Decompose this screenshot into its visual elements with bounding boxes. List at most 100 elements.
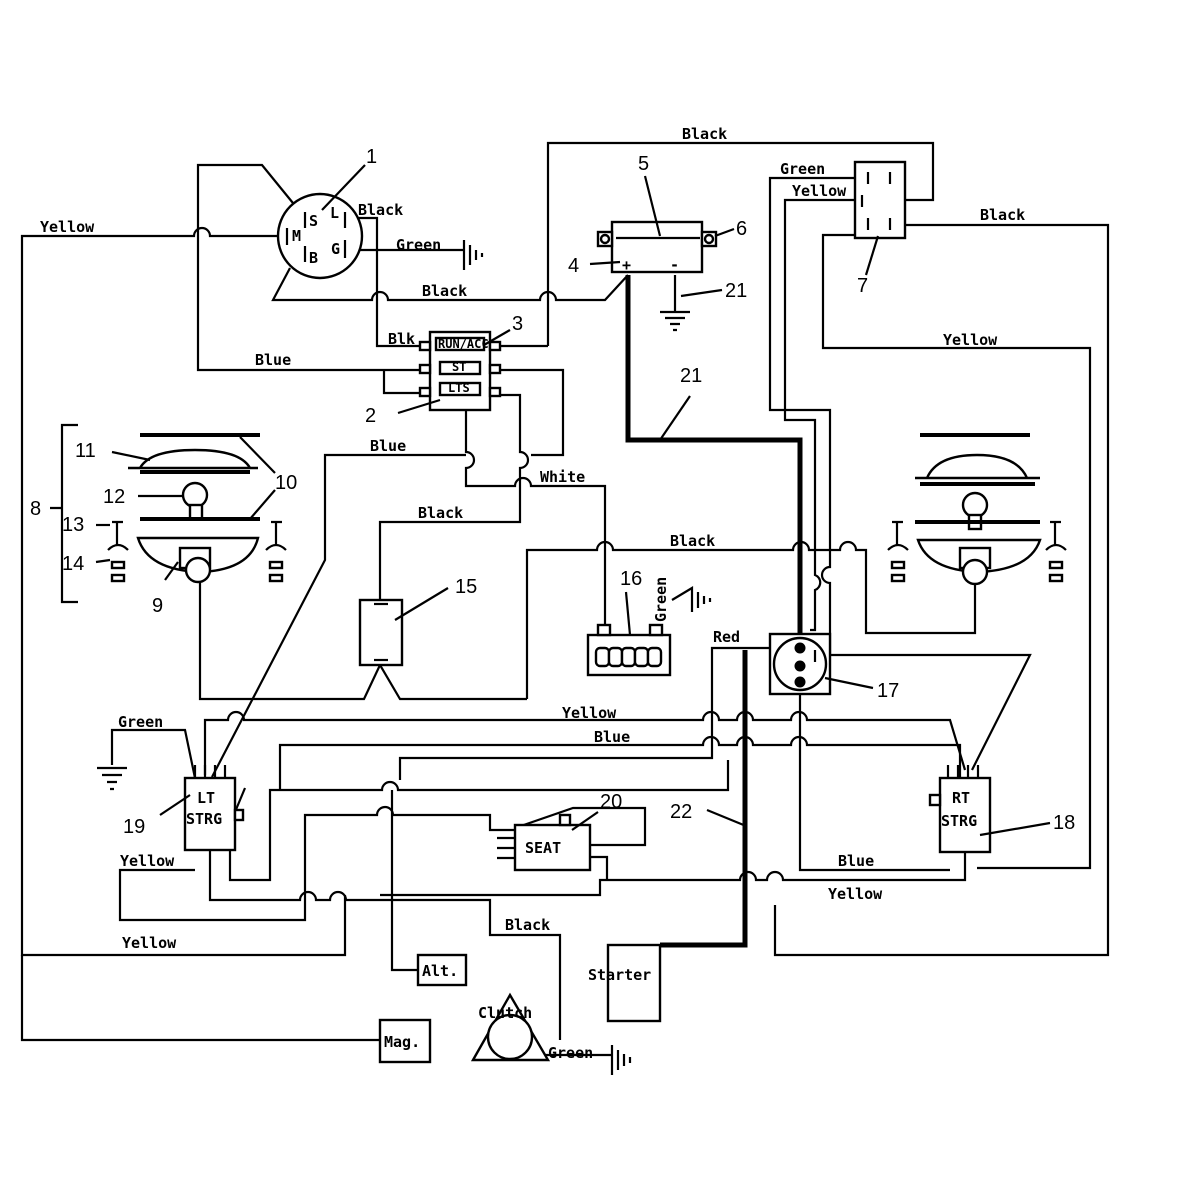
callout-1: 1 xyxy=(366,146,377,168)
fuse-box xyxy=(358,598,404,667)
seat-switch: SEAT xyxy=(513,813,592,872)
wires xyxy=(20,141,1110,1057)
wire-seat-left xyxy=(497,836,515,860)
label-yellow-lt: Yellow xyxy=(120,852,175,870)
callout-4: 4 xyxy=(568,255,579,277)
callout-2: 2 xyxy=(365,405,376,427)
clutch-label: Clutch xyxy=(478,1004,532,1022)
wire-black-top xyxy=(546,141,935,346)
callout-21b: 21 xyxy=(680,365,702,387)
wire-black-long xyxy=(525,540,977,699)
label-yellow-left: Yellow xyxy=(40,218,95,236)
key-switch xyxy=(768,632,832,696)
switch-label-st: ST xyxy=(452,360,466,374)
label-green-lt: Green xyxy=(118,713,163,731)
label-black-long: Black xyxy=(670,532,715,550)
wire-lt-green xyxy=(110,728,197,779)
clutch: Clutch xyxy=(470,992,551,1062)
label-blue-left: Blue xyxy=(255,351,291,369)
starter: Starter xyxy=(588,943,662,1023)
wire-alt xyxy=(390,790,418,972)
alt-label: Alt. xyxy=(422,962,458,980)
label-yellow-cross: Yellow xyxy=(562,704,617,722)
label-green-clutch: Green xyxy=(548,1044,593,1062)
callout-10: 10 xyxy=(275,472,297,494)
mag-label: Mag. xyxy=(384,1033,420,1051)
callout-15: 15 xyxy=(455,576,477,598)
ground-clutch xyxy=(610,1045,632,1075)
switch-label-lts: LTS xyxy=(448,381,470,395)
wire-relay7-green xyxy=(768,176,1032,771)
callout-9: 9 xyxy=(152,595,163,617)
lt-strg-label-1: LT xyxy=(197,789,215,807)
starter-relay: S L M B G xyxy=(276,192,364,280)
wire-switch-left-mid xyxy=(382,370,430,395)
callout-3: 3 xyxy=(512,313,523,335)
ignition-switch: RUN/ACC ST LTS xyxy=(418,330,502,412)
switch-label-run-acc: RUN/ACC xyxy=(438,337,489,351)
battery-minus: - xyxy=(670,256,679,274)
label-black-mid: Black xyxy=(418,504,463,522)
ground-lt-strg xyxy=(97,766,127,791)
wire-yellow-cross xyxy=(203,710,967,775)
rt-strg: RT STRG xyxy=(928,765,992,854)
label-yellow-rt: Yellow xyxy=(828,885,883,903)
label-blk: Blk xyxy=(388,330,415,348)
label-yellow-right: Yellow xyxy=(943,331,998,349)
wire-seat-top xyxy=(514,806,647,847)
wire-mag xyxy=(20,955,380,1042)
wire-switch-right-mid xyxy=(490,368,565,457)
label-blue-cross: Blue xyxy=(594,728,630,746)
callout-21a: 21 xyxy=(725,280,747,302)
wire-lt-inner-1 xyxy=(228,760,730,882)
wire-relay7-yellow xyxy=(783,198,858,632)
label-black-relay2: Black xyxy=(422,282,467,300)
callout-7: 7 xyxy=(857,275,868,297)
callout-19: 19 xyxy=(123,816,145,838)
ground-regulator xyxy=(671,586,712,612)
battery-plus: + xyxy=(622,256,631,274)
terminal-block xyxy=(586,623,672,677)
callouts: 1 2 3 4 5 6 7 8 9 10 11 12 13 14 15 16 1… xyxy=(30,146,1075,838)
label-blue-rt: Blue xyxy=(838,852,874,870)
callout-20: 20 xyxy=(600,791,622,813)
relay-label-m: M xyxy=(292,227,301,245)
seat-label: SEAT xyxy=(525,839,561,857)
callout-5: 5 xyxy=(638,153,649,175)
rt-strg-label-2: STRG xyxy=(941,812,977,830)
wire-relay-lower xyxy=(271,267,629,302)
label-yellow-top-right: Yellow xyxy=(792,182,847,200)
ground-relay xyxy=(462,240,484,270)
lt-strg: LT STRG xyxy=(183,765,247,852)
label-green-reg: Green xyxy=(652,577,670,622)
wire-switch-bottom xyxy=(464,410,607,625)
relay-label-l: L xyxy=(330,204,339,222)
wire-labels: Black Yellow Black Green Black Blk Blue … xyxy=(40,125,1025,1062)
relay-label-s: S xyxy=(309,212,318,230)
label-black-top-right: Black xyxy=(980,206,1025,224)
wire-blue-center xyxy=(211,453,466,778)
relay-label-g: G xyxy=(331,240,340,258)
label-blue-center: Blue xyxy=(370,437,406,455)
label-black-top: Black xyxy=(682,125,727,143)
wire-relay-black xyxy=(345,216,430,348)
wire-red xyxy=(398,646,790,780)
battery: + - xyxy=(596,220,718,274)
wire-relay7-black xyxy=(773,223,1110,957)
wire-yellow-left xyxy=(20,226,347,957)
ground-battery xyxy=(660,310,690,332)
callout-16: 16 xyxy=(620,568,642,590)
magneto: Mag. xyxy=(378,1018,432,1064)
label-green-top-right: Green xyxy=(780,160,825,178)
relay-label-b: B xyxy=(309,249,318,267)
lt-strg-label-2: STRG xyxy=(186,810,222,828)
wire-relay7-yellow2 xyxy=(821,233,1092,870)
label-green-relay: Green xyxy=(396,236,441,254)
callout-12: 12 xyxy=(103,486,125,508)
label-yellow-bottom: Yellow xyxy=(122,934,177,952)
label-red: Red xyxy=(713,628,740,646)
callout-22: 22 xyxy=(670,801,692,823)
wire-lt-yellow xyxy=(118,805,515,922)
wire-blue-left xyxy=(196,163,430,372)
wire-lt-inner-2 xyxy=(208,850,562,1040)
